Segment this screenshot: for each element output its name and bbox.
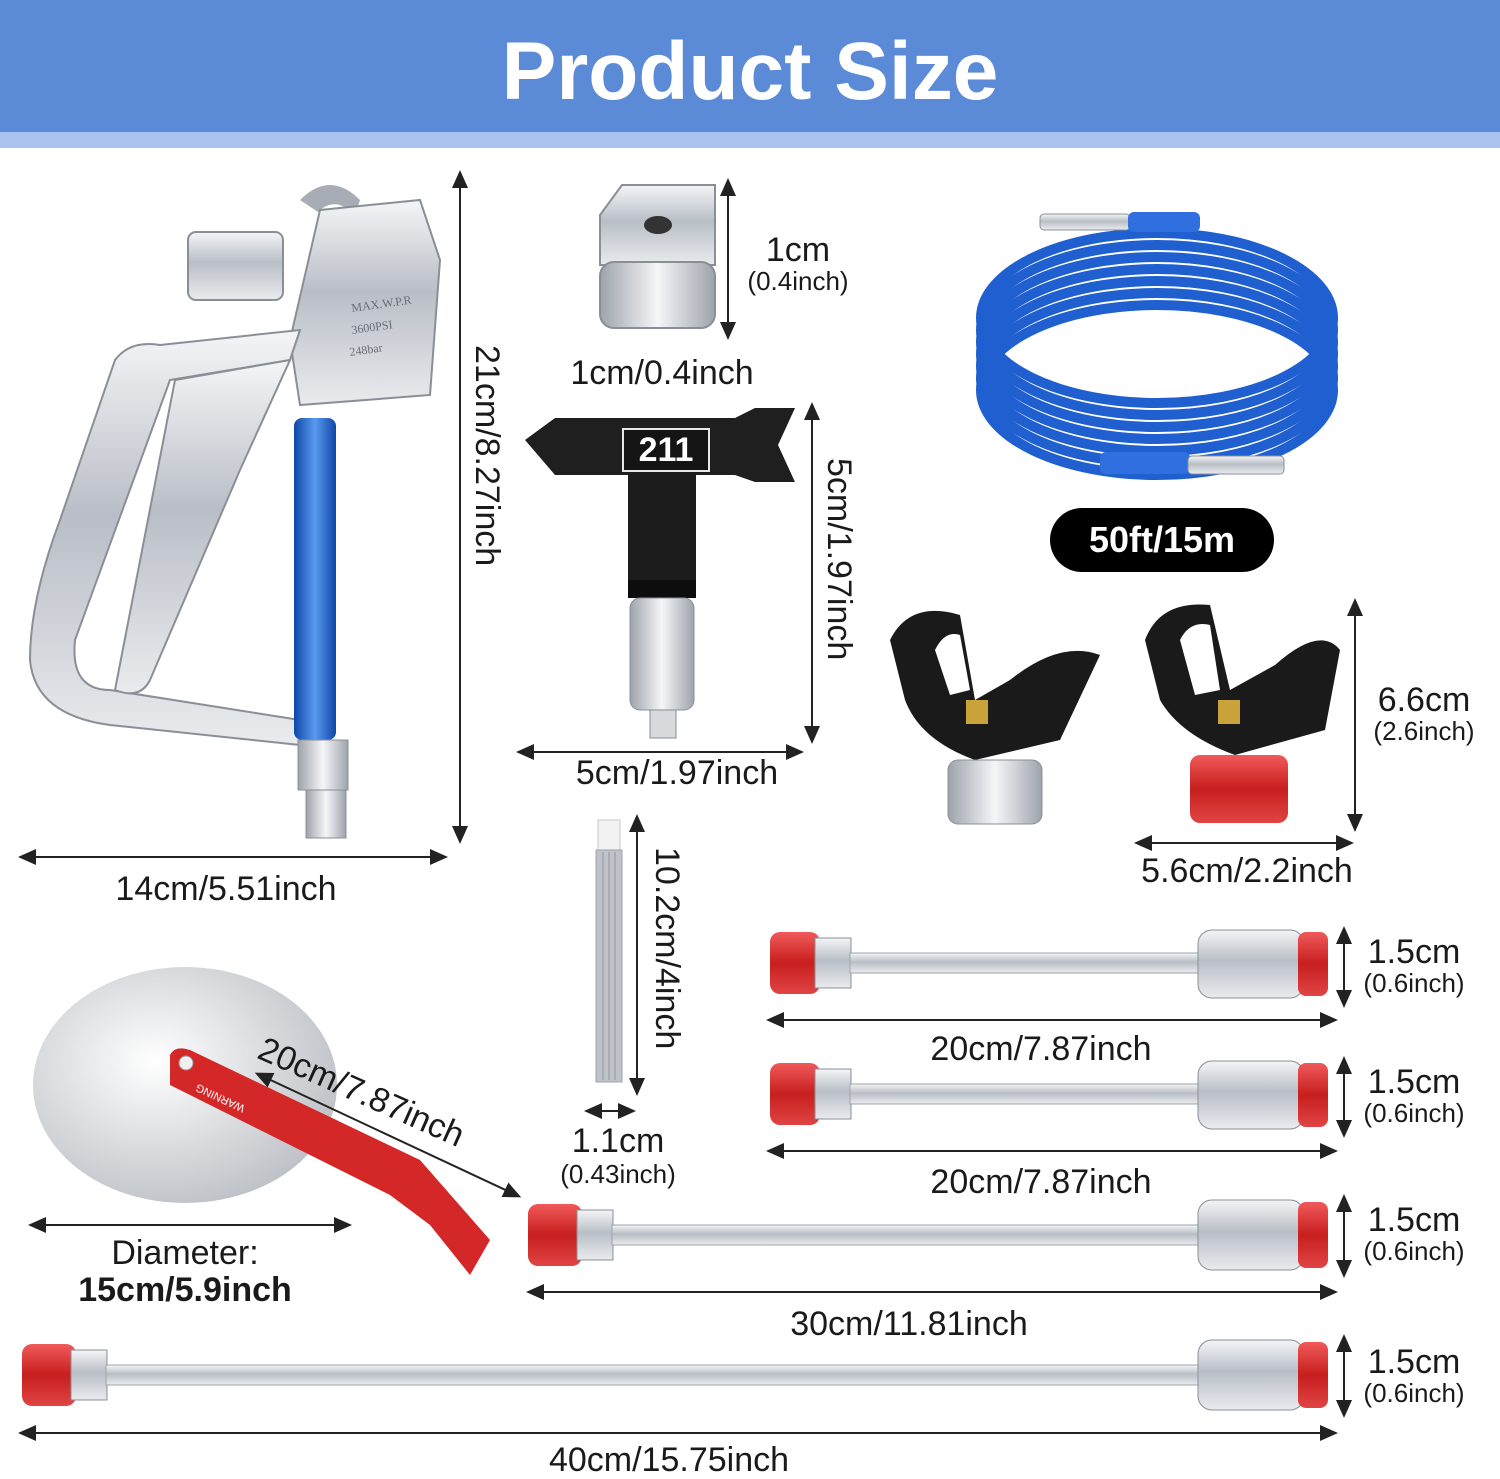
pole-1-diameter-inch-label: (0.6inch) xyxy=(1363,968,1465,998)
pole-3-length-label: 30cm/11.81inch xyxy=(790,1305,1028,1343)
hose-image xyxy=(976,228,1338,480)
pole-4-diameter-label: 1.5cm xyxy=(1367,1343,1461,1381)
extension-pole-3-image xyxy=(528,1199,1328,1271)
gun-height-label: 21cm/8.27inch xyxy=(468,345,506,567)
pole-3-diameter-label: 1.5cm xyxy=(1367,1201,1461,1239)
spray-tip-width-label: 5cm/1.97inch xyxy=(575,754,779,792)
extension-pole-2-image xyxy=(770,1060,1328,1130)
shield-diameter-value: 15cm/5.9inch xyxy=(78,1271,292,1309)
hose-fitting-bottom xyxy=(1187,455,1285,475)
pole-2-diameter-inch-label: (0.6inch) xyxy=(1363,1098,1465,1128)
pole-2-diameter-label: 1.5cm xyxy=(1367,1063,1461,1101)
pole-1-diameter-label: 1.5cm xyxy=(1367,933,1461,971)
tip-seal-image xyxy=(599,184,716,329)
tip-guard-red-image xyxy=(1145,604,1340,823)
hose-fitting-top xyxy=(1039,213,1131,231)
pole-4-length-label: 40cm/15.75inch xyxy=(548,1441,790,1479)
pole-2-length-label: 20cm/7.87inch xyxy=(930,1163,1152,1201)
tip-guard-height-inch-label: (2.6inch) xyxy=(1373,716,1475,746)
spray-tip-number: 211 xyxy=(622,428,710,472)
tip-seal-height-inch-label: (0.4inch) xyxy=(747,266,849,296)
tip-guard-height-label: 6.6cm xyxy=(1377,681,1471,719)
filter-width-label: 1.1cm xyxy=(571,1122,665,1160)
gun-width-label: 14cm/5.51inch xyxy=(115,870,337,908)
filter-image xyxy=(595,819,623,1083)
spray-gun-image xyxy=(28,185,442,839)
tip-seal-height-label: 1cm xyxy=(765,231,831,269)
shield-diameter-caption: Diameter: xyxy=(111,1234,259,1272)
pole-1-length-label: 20cm/7.87inch xyxy=(930,1030,1152,1068)
shield-tool-arrow xyxy=(254,1072,522,1198)
extension-pole-1-image xyxy=(770,929,1328,999)
pole-4-diameter-inch-label: (0.6inch) xyxy=(1363,1378,1465,1408)
filter-height-label: 10.2cm/4inch xyxy=(648,847,686,1050)
filter-width-inch-label: (0.43inch) xyxy=(560,1159,676,1189)
tip-guard-width-label: 5.6cm/2.2inch xyxy=(1141,852,1353,890)
spray-tip-height-label: 5cm/1.97inch xyxy=(820,458,858,661)
header-banner xyxy=(0,0,1500,132)
hose-spring-bottom xyxy=(1100,452,1190,474)
hose-spring-top xyxy=(1128,212,1200,232)
gun-engraving-3: 248bar xyxy=(348,340,383,359)
pole-3-diameter-inch-label: (0.6inch) xyxy=(1363,1236,1465,1266)
page-title: Product Size xyxy=(501,26,999,117)
header-stripe xyxy=(0,132,1500,148)
tip-seal-width-label: 1cm/0.4inch xyxy=(570,354,754,392)
extension-pole-4-image xyxy=(22,1339,1328,1411)
tip-guard-silver-image xyxy=(890,610,1100,825)
hose-length-badge: 50ft/15m xyxy=(1050,508,1274,572)
gun-engraving-2: 3600PSI xyxy=(350,317,393,337)
